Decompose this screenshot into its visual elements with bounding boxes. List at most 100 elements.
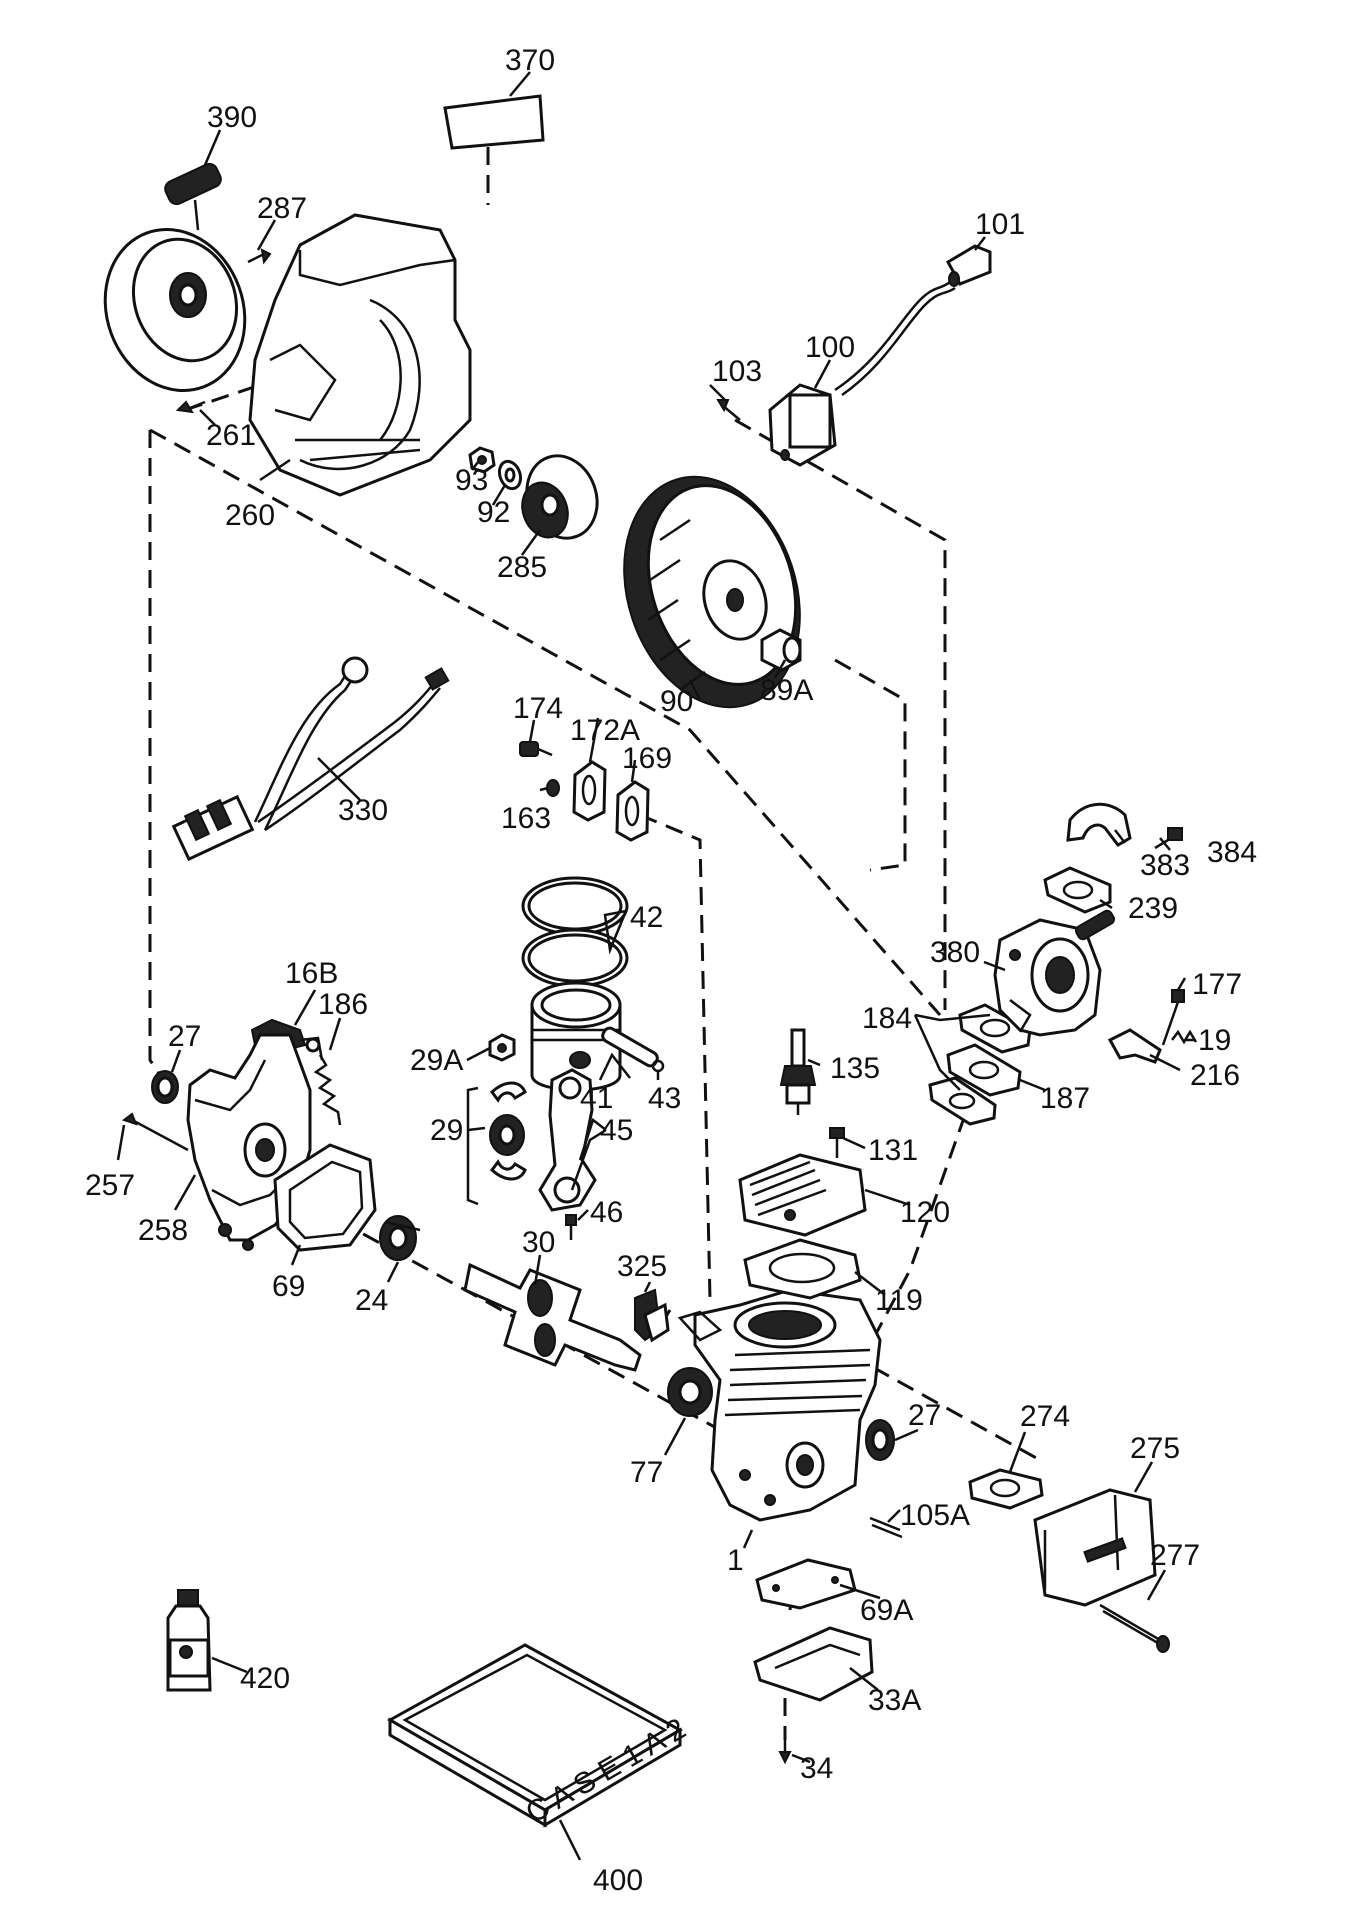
part-number-labels: 370 390 287 101 103 100 261 260 93 92 28… (85, 44, 1257, 1897)
label-370: 370 (505, 44, 555, 77)
bearing-24-drawing (379, 1215, 421, 1261)
label-177: 177 (1192, 968, 1242, 1001)
screw-174-drawing (519, 741, 553, 757)
label-163: 163 (501, 802, 551, 835)
label-119: 119 (875, 1284, 923, 1317)
label-384: 384 (1207, 836, 1257, 869)
label-383: 383 (1140, 849, 1190, 882)
label-131: 131 (868, 1134, 918, 1167)
label-287: 287 (257, 192, 307, 225)
gasket-69a-drawing (755, 1558, 857, 1610)
gasket-187-drawing (946, 1043, 1022, 1097)
bracket-383-drawing (1066, 802, 1132, 847)
gasket-239-drawing (1043, 866, 1112, 914)
spark-plug-135-drawing (779, 1028, 817, 1115)
seal-27-right-drawing (865, 1419, 895, 1461)
label-34: 34 (800, 1752, 833, 1785)
manual-400-drawing: C A S E 1 A 2 (386, 1643, 691, 1830)
label-184: 184 (862, 1002, 912, 1035)
label-325: 325 (617, 1250, 667, 1283)
engine-block-1-drawing (677, 1288, 882, 1522)
gasket-172a-drawing (572, 760, 607, 822)
label-29a: 29A (410, 1044, 463, 1077)
label-45: 45 (600, 1114, 633, 1147)
label-24: 24 (355, 1284, 388, 1317)
label-216: 216 (1190, 1059, 1240, 1092)
label-69a: 69A (860, 1594, 913, 1627)
label-1: 1 (727, 1544, 744, 1577)
decal-370-drawing (443, 94, 545, 150)
gasket-169-drawing (615, 780, 650, 842)
screw-257-drawing (121, 1112, 189, 1152)
label-261: 261 (206, 419, 256, 452)
label-285: 285 (497, 551, 547, 584)
cylinder-head-120-drawing (738, 1153, 867, 1237)
label-42: 42 (630, 901, 663, 934)
label-275: 275 (1130, 1432, 1180, 1465)
label-186: 186 (318, 988, 368, 1021)
lever-216-drawing (1107, 1028, 1162, 1064)
washer-92-drawing (497, 459, 523, 491)
label-43: 43 (648, 1082, 681, 1115)
screw-34-drawing (778, 1738, 792, 1765)
gasket-insulator-drawing (928, 1076, 997, 1126)
blower-housing-260-drawing (248, 213, 472, 497)
screw-103-drawing (716, 399, 741, 421)
label-390: 390 (207, 101, 257, 134)
label-420: 420 (240, 1662, 290, 1695)
label-257: 257 (85, 1169, 135, 1202)
screw-131-drawing (829, 1127, 845, 1158)
label-33a: 33A (868, 1684, 921, 1717)
piston-41-drawing (530, 981, 659, 1092)
seal-27-left-drawing (151, 1070, 179, 1104)
oil-bottle-420-drawing (166, 1589, 212, 1692)
label-19: 19 (1198, 1024, 1231, 1057)
flywheel-90-drawing (623, 475, 801, 709)
plate-33a-drawing (753, 1626, 874, 1702)
label-92: 92 (477, 496, 510, 529)
label-258: 258 (138, 1214, 188, 1247)
label-16b: 16B (285, 957, 338, 990)
label-120: 120 (900, 1196, 950, 1229)
bearing-set-29-drawing (466, 1081, 527, 1206)
leader-lines (116, 71, 1195, 1861)
bearing-77-drawing (667, 1367, 713, 1417)
washer-163-drawing (546, 779, 560, 797)
label-90: 90 (660, 685, 693, 718)
label-30: 30 (522, 1226, 555, 1259)
starter-cup-285-drawing (521, 454, 599, 540)
label-239: 239 (1128, 892, 1178, 925)
label-77: 77 (630, 1456, 663, 1489)
label-27a: 27 (168, 1020, 201, 1053)
screw-287-drawing (247, 248, 272, 265)
label-93: 93 (455, 464, 488, 497)
spring-186-drawing (313, 1054, 342, 1126)
gasket-69-drawing (273, 1143, 377, 1252)
label-41: 41 (580, 1082, 613, 1115)
label-380: 380 (930, 936, 980, 969)
screw-261-drawing (175, 400, 206, 414)
label-400: 400 (593, 1864, 643, 1897)
label-101: 101 (975, 208, 1025, 241)
label-277: 277 (1150, 1539, 1200, 1572)
carburetor-380-drawing (993, 909, 1115, 1037)
label-274: 274 (1020, 1400, 1070, 1433)
crankshaft-30-drawing (463, 1262, 642, 1372)
wiring-harness-330-drawing (171, 656, 450, 862)
spring-19-drawing (1171, 1029, 1198, 1045)
muffler-275-drawing (1033, 1488, 1157, 1607)
label-169: 169 (622, 742, 672, 775)
label-260: 260 (225, 499, 275, 532)
screw-384-drawing (1154, 827, 1183, 850)
stud-105a-drawing (869, 1516, 903, 1539)
gasket-274-drawing (968, 1468, 1044, 1510)
label-100: 100 (805, 331, 855, 364)
label-46: 46 (590, 1196, 623, 1229)
label-89a: 89A (760, 674, 813, 707)
nut-29a-drawing (488, 1033, 516, 1062)
label-103: 103 (712, 355, 762, 388)
head-gasket-119-drawing (743, 1238, 862, 1300)
bracket-325-drawing (634, 1288, 670, 1343)
label-69: 69 (272, 1270, 305, 1303)
